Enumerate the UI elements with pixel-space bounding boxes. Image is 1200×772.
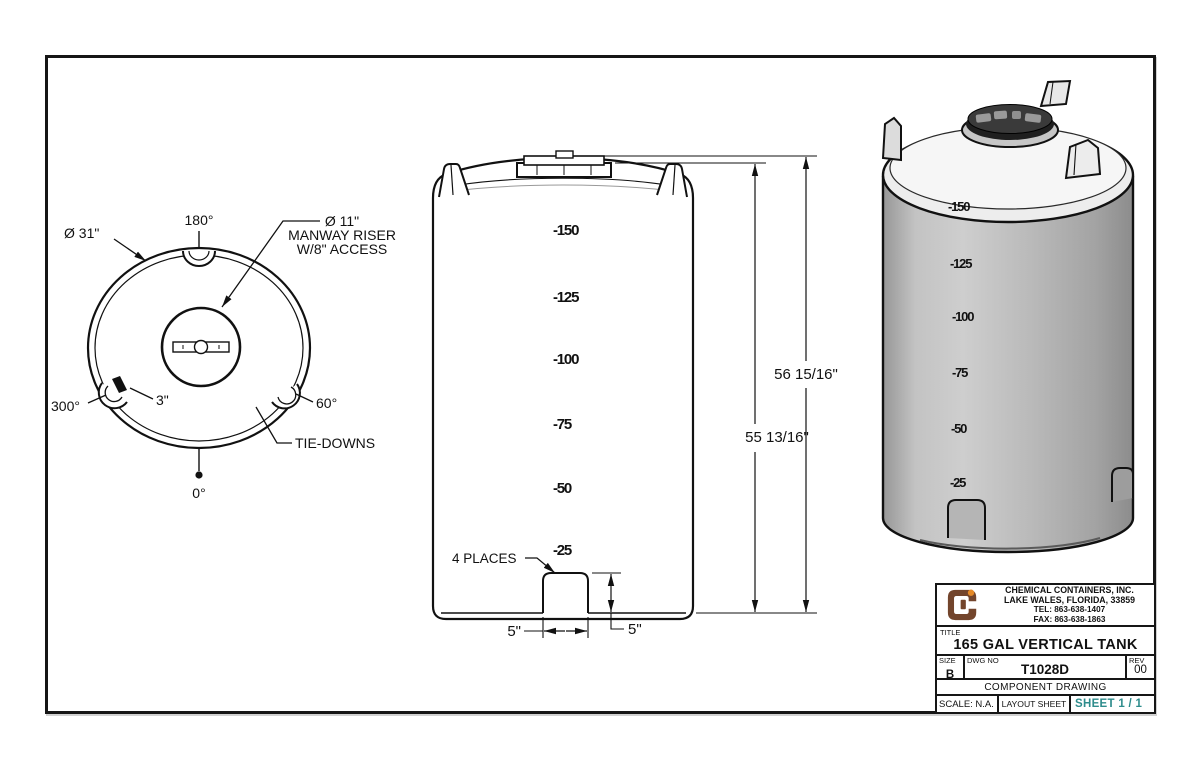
dim-body-label: 55 13/16": [745, 429, 809, 446]
label-0: 0°: [192, 485, 205, 501]
tie-down-right-inner: [277, 386, 297, 405]
gallon-mark: -75: [553, 416, 572, 433]
dwg-no-value: T1028D: [1020, 662, 1070, 677]
drawing-title: 165 GAL VERTICAL TANK: [953, 637, 1138, 653]
leader-manway: [221, 220, 320, 308]
size-dwg-rev-row: SIZE B DWG NO T1028D REV 00: [937, 656, 1154, 681]
iso-gallon-mark: -50: [951, 421, 967, 436]
cci-logo-icon: [947, 589, 977, 621]
company-info: CHEMICAL CONTAINERS, INC. LAKE WALES, FL…: [989, 585, 1154, 624]
company-tel: TEL: 863-638-1407: [1033, 605, 1106, 614]
dim-slot-h-leader: [610, 613, 624, 630]
size-value: B: [945, 669, 955, 681]
leader-four-places: [525, 557, 556, 574]
label-300: 300°: [51, 398, 80, 414]
lid-vent: [555, 150, 574, 159]
dim-slot-h-label: 5": [628, 621, 642, 638]
label-180: 180°: [185, 212, 214, 228]
iso-cap-top: [967, 104, 1053, 134]
company-address: LAKE WALES, FLORIDA, 33859: [1004, 594, 1135, 605]
title-label: TITLE: [940, 628, 961, 637]
dim-overall-label: 56 15/16": [774, 366, 838, 383]
gallon-mark: -50: [553, 480, 572, 497]
label-60: 60°: [316, 395, 337, 411]
iso-cap-vent: [1012, 111, 1021, 119]
leader-tiedowns: [255, 406, 292, 444]
iso-gallon-mark: -100: [952, 309, 974, 324]
rev-label: REV: [1129, 656, 1145, 665]
dim-slot-w-label: 5": [507, 623, 521, 640]
iso-cap-vent: [975, 113, 992, 123]
gallon-mark: -125: [553, 289, 579, 306]
top-lug-left: [438, 163, 470, 198]
iso-lug-right-line: [1073, 143, 1077, 176]
iso-cap-vent: [1024, 113, 1042, 123]
rev-value: 00: [1134, 664, 1147, 676]
notch-180-inner: [188, 250, 210, 261]
iso-lug-left: [881, 116, 902, 162]
tank-shoulder-line-1: [458, 177, 668, 186]
gallon-mark: -25: [553, 542, 572, 559]
iso-gallon-mark: -75: [952, 365, 968, 380]
iso-bottom-shade: [919, 537, 1101, 550]
bottom-slot: [542, 572, 589, 613]
top-lug-right: [656, 163, 688, 198]
tie-down-left-inner: [104, 385, 123, 403]
label-3in: 3": [156, 392, 169, 408]
label-manway-1: Ø 11": [325, 213, 359, 229]
size-cell: SIZE B: [937, 656, 965, 681]
dwg-no-label: DWG NO: [967, 656, 999, 665]
title-row: TITLE 165 GAL VERTICAL TANK: [937, 627, 1154, 656]
sheet-number-cell: SHEET 1 / 1: [1075, 698, 1143, 710]
label-tiedowns: TIE-DOWNS: [295, 435, 375, 451]
iso-lug-back-line: [1049, 81, 1054, 105]
company-name: CHEMICAL CONTAINERS, INC.: [1005, 585, 1134, 595]
size-label: SIZE: [939, 656, 956, 665]
iso-slot-front: [947, 499, 986, 540]
top-view-drawing: 180° Ø 31" Ø 11" MANWAY RISER W/8" ACCES…: [51, 212, 396, 501]
iso-lug-back: [1039, 79, 1072, 108]
label-dia31: Ø 31": [64, 225, 99, 241]
iso-cap-vent: [993, 110, 1008, 120]
leader-60: [295, 393, 314, 403]
logo-i-stem: [960, 599, 966, 610]
title-block-company-row: CHEMICAL CONTAINERS, INC. LAKE WALES, FL…: [937, 585, 1154, 627]
label-manway-3: W/8" ACCESS: [297, 241, 388, 257]
manway-vent: [193, 339, 209, 355]
notch-180: [182, 250, 216, 267]
dot-0: [195, 471, 203, 479]
leader-3in: [129, 387, 154, 400]
leader-dia31: [113, 238, 147, 262]
four-places-label: 4 PLACES: [452, 551, 517, 566]
tie-down-hatch: [112, 376, 127, 393]
company-logo: [937, 588, 989, 622]
iso-lug-right: [1064, 138, 1102, 180]
dwg-no-cell: DWG NO T1028D: [965, 656, 1127, 678]
scale-sheet-row: SCALE: N.A. LAYOUT SHEET SHEET 1 / 1: [937, 696, 1154, 712]
logo-i-dot: [967, 589, 975, 596]
top-lug-right-line: [672, 164, 676, 196]
leader-300: [87, 394, 107, 404]
title-block: CHEMICAL CONTAINERS, INC. LAKE WALES, FL…: [935, 583, 1156, 714]
layout-sheet-cell: LAYOUT SHEET: [999, 696, 1071, 712]
gallon-mark: -100: [553, 351, 579, 368]
front-view-drawing: -150 -125 -100 -75 -50 -25 55 13/16" 56 …: [431, 150, 838, 640]
iso-view-drawing: -150 -125 -100 -75 -50 -25: [881, 79, 1135, 554]
rev-cell: REV 00: [1127, 656, 1154, 678]
scale-cell: SCALE: N.A.: [937, 696, 999, 712]
drawing-type: COMPONENT DRAWING: [937, 680, 1154, 696]
company-fax: FAX: 863-638-1863: [1033, 614, 1106, 624]
top-lug-left-line: [450, 164, 454, 196]
logo-c-shape: [947, 589, 977, 621]
tank-shoulder-line-2: [452, 184, 674, 192]
gallon-mark: -150: [553, 222, 579, 239]
iso-body: [881, 175, 1135, 554]
iso-gallon-mark: -25: [950, 475, 966, 490]
iso-slot-right: [1111, 467, 1134, 502]
iso-gallon-mark: -150: [948, 199, 970, 214]
label-manway-2: MANWAY RISER: [288, 227, 396, 243]
iso-gallon-mark: -125: [950, 256, 972, 271]
